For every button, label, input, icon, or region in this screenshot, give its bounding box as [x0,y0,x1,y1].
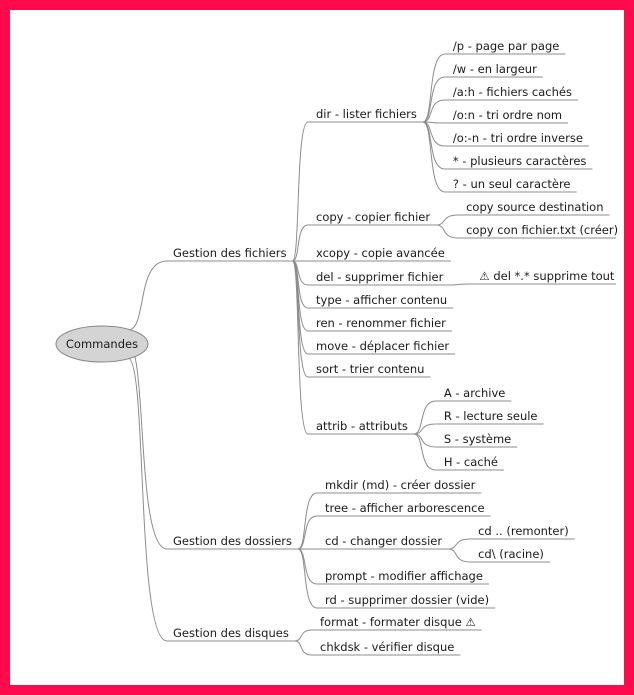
item-label: dir - lister fichiers [316,107,417,121]
item-label: chkdsk - vérifier disque [320,640,454,654]
root-label: Commandes [66,337,138,351]
group-to-item-branch [297,548,318,609]
root-node[interactable] [55,325,149,363]
leaf-label: /w - en largeur [453,62,537,76]
leaf-label: /o:-n - tri ordre inverse [453,131,583,145]
item-label: sort - trier contenu [316,362,424,376]
item-label: rd - supprimer dossier (vide) [325,593,489,607]
group-to-item-branch [294,640,313,656]
root-to-group-branch [127,343,168,550]
item-label: attrib - attributs [316,419,408,433]
item-label: ren - renommer fichier [316,316,446,330]
root-to-group-branch [127,357,168,642]
leaf-label: R - lecture seule [444,409,538,423]
item-to-leaf-branch [422,99,445,123]
leaf-label: copy con fichier.txt (créer) [466,223,618,237]
item-to-leaf-branch [436,214,459,226]
group-to-item-branch [292,224,309,262]
group-to-item-branch [297,515,318,550]
item-label: mkdir (md) - créer dossier [325,478,476,492]
item-label: format - formater disque ⚠ [320,615,476,629]
leaf-label: /p - page par page [453,39,559,53]
group-to-item-branch [297,548,318,585]
root-to-group-branch [127,260,168,331]
item-to-leaf-branch [422,76,445,123]
group-to-item-branch [294,629,313,642]
group-to-item-branch [297,492,318,550]
group-label: Gestion des disques [173,626,289,640]
item-label: xcopy - copie avancée [316,246,445,260]
item-label: copy - copier fichier [316,210,430,224]
item-to-leaf-branch [448,538,471,550]
item-label: type - afficher contenu [316,293,447,307]
leaf-label: /a:h - fichiers cachés [453,85,572,99]
leaf-label: /o:n - tri ordre nom [453,108,562,122]
item-label: prompt - modifier affichage [325,569,483,583]
group-to-item-branch [292,260,309,435]
leaf-label: cd .. (remonter) [478,524,569,538]
item-label: move - déplacer fichier [316,339,449,353]
group-label: Gestion des fichiers [173,246,287,260]
item-to-leaf-branch [422,121,446,193]
item-label: del - supprimer fichier [316,270,444,284]
mindmap-nodes: Commandes Gestion des fichiers dir - liste… [55,39,618,656]
leaf-label: copy source destination [466,200,603,214]
mindmap-canvas: Commandes Gestion des fichiers dir - liste… [55,39,618,656]
item-to-leaf-branch [436,224,459,239]
leaf-label: cd\ (racine) [478,547,544,561]
item-to-leaf-branch [413,423,436,435]
item-to-leaf-branch [449,283,472,286]
item-label: tree - afficher arborescence [325,501,485,515]
leaf-label: * - plusieurs caractères [453,154,587,168]
leaf-label: S - système [444,432,511,446]
item-to-leaf-branch [413,400,436,435]
leaf-label: H - caché [444,455,498,469]
item-to-leaf-branch [413,433,436,471]
mindmap-edges [127,53,472,656]
item-to-leaf-branch [448,548,471,563]
group-to-item-branch [292,121,309,262]
mindmap-frame: Commandes Gestion des fichiers dir - liste… [10,10,624,685]
leaf-label: ⚠ del *.* supprime tout [479,269,615,283]
item-label: cd - changer dossier [325,534,442,548]
leaf-label: ? - un seul caractère [453,177,571,191]
leaf-label: A - archive [444,386,506,400]
group-label: Gestion des dossiers [173,534,292,548]
